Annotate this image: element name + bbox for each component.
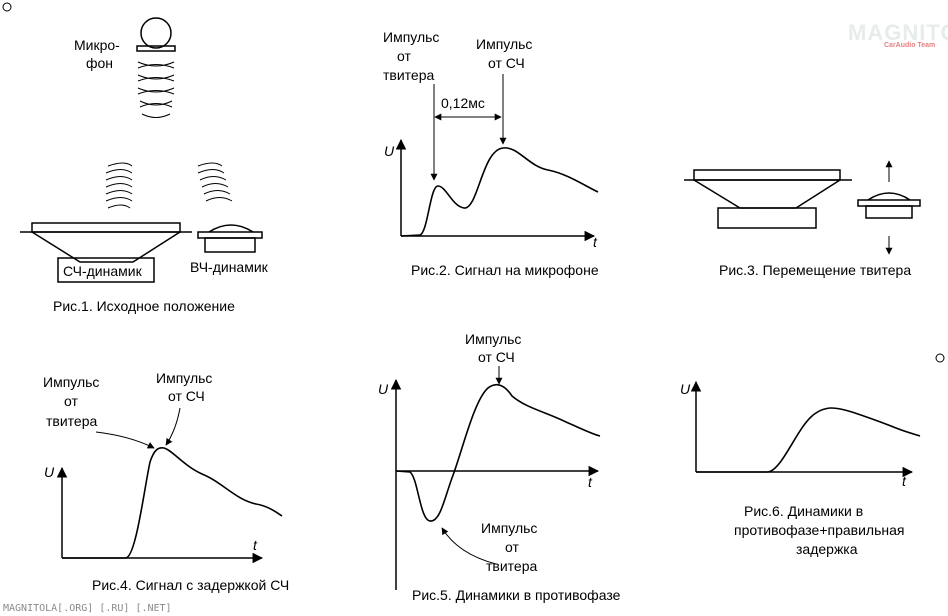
fig5-tweeter-label-3: твитера [486, 558, 537, 574]
figure-4-delayed-mid: Импульс от твитера Импульс от СЧ U t Рис… [43, 370, 289, 593]
fig5-signal-curve [395, 383, 601, 522]
fig6-signal-curve [696, 407, 921, 473]
fig5-mid-label-1: Импульс [465, 331, 521, 347]
tweeter-sound-waves [197, 162, 233, 202]
figure-6-caption-line-3: задержка [796, 541, 858, 557]
figure-6-caption-line-1: Рис.6. Динамики в [744, 503, 863, 519]
watermark-logo: MAGNITOLA CarAudio Team [848, 20, 948, 49]
fig3-tweeter-icon [857, 192, 921, 219]
fig4-tweeter-label-3: твитера [46, 413, 97, 429]
figure-5-antiphase: Импульс от СЧ U t Импульс от твитера Рис… [378, 331, 621, 603]
figure-4-caption: Рис.4. Сигнал с задержкой СЧ [92, 577, 289, 593]
watermark-team: CarAudio Team [884, 42, 935, 49]
fig4-signal-curve [62, 447, 283, 559]
figure-1-caption: Рис.1. Исходное положение [53, 298, 235, 314]
corner-circle-bottom-right [935, 353, 945, 363]
fig6-t-axis-label: t [902, 473, 907, 489]
figure-2-caption: Рис.2. Сигнал на микрофоне [411, 262, 599, 278]
fig5-mid-label-2: от СЧ [478, 349, 515, 365]
fig5-tweeter-pointer-arrow [441, 527, 497, 565]
figure-5-caption: Рис.5. Динамики в противофазе [412, 587, 621, 603]
mid-speaker-sound-waves [105, 162, 133, 209]
mid-speaker-label: СЧ-динамик [63, 263, 143, 279]
tweeter-icon [197, 224, 263, 253]
fig5-tweeter-label-2: от [505, 539, 519, 555]
mic-label-line-2: фон [86, 55, 113, 71]
fig4-mid-pointer-arrow [165, 407, 181, 446]
fig2-tweeter-label-3: твитера [383, 67, 434, 83]
watermark-brand: MAGNITOLA [848, 20, 948, 45]
figure-1-initial-position: Микро- фон [20, 17, 269, 314]
fig4-tweeter-label-2: от [64, 393, 78, 409]
fig5-t-axis-label: t [588, 474, 593, 490]
fig2-tweeter-label-2: от [397, 48, 411, 64]
fig5-u-axis-label: U [378, 381, 389, 397]
fig2-mid-label-2: от СЧ [488, 55, 525, 71]
microphone-icon [136, 17, 176, 52]
fig4-tweeter-label-1: Импульс [43, 374, 99, 390]
figure-6-antiphase-correct-delay: U t Рис.6. Динамики в противофазе+правил… [680, 380, 921, 557]
fig2-signal-curve [400, 147, 599, 237]
fig2-tweeter-label-1: Импульс [383, 29, 439, 45]
fig4-tweeter-pointer-arrow [95, 431, 155, 449]
fig2-mid-label-1: Импульс [476, 36, 532, 52]
fig2-u-axis-label: U [384, 143, 395, 159]
fig2-delay-label: 0,12мс [441, 95, 485, 111]
fig6-u-axis-label: U [680, 381, 691, 397]
mid-speaker-icon [20, 222, 192, 283]
figure-3-caption: Рис.3. Перемещение твитера [719, 262, 911, 278]
fig3-mid-speaker-icon [684, 169, 852, 229]
mic-label-line-1: Микро- [74, 37, 120, 53]
fig5-tweeter-label-1: Импульс [481, 520, 537, 536]
fig2-t-axis-label: t [593, 234, 598, 250]
corner-circle-top-left [2, 2, 12, 12]
figure-6-caption-line-2: противофазе+правильная [734, 522, 905, 538]
figure-2-mic-signal: Импульс от твитера Импульс от СЧ 0,12мс … [383, 29, 599, 278]
footer-watermark: MAGNITOLA[.ORG] [.RU] [.NET] [3, 603, 172, 614]
fig4-u-axis-label: U [44, 464, 55, 480]
fig4-mid-label-2: от СЧ [168, 388, 205, 404]
mic-sound-waves [137, 61, 175, 118]
fig4-t-axis-label: t [253, 537, 258, 553]
hf-speaker-label: ВЧ-динамик [190, 259, 269, 275]
figure-3-tweeter-move: Рис.3. Перемещение твитера [684, 160, 921, 278]
fig4-mid-label-1: Импульс [156, 370, 212, 386]
